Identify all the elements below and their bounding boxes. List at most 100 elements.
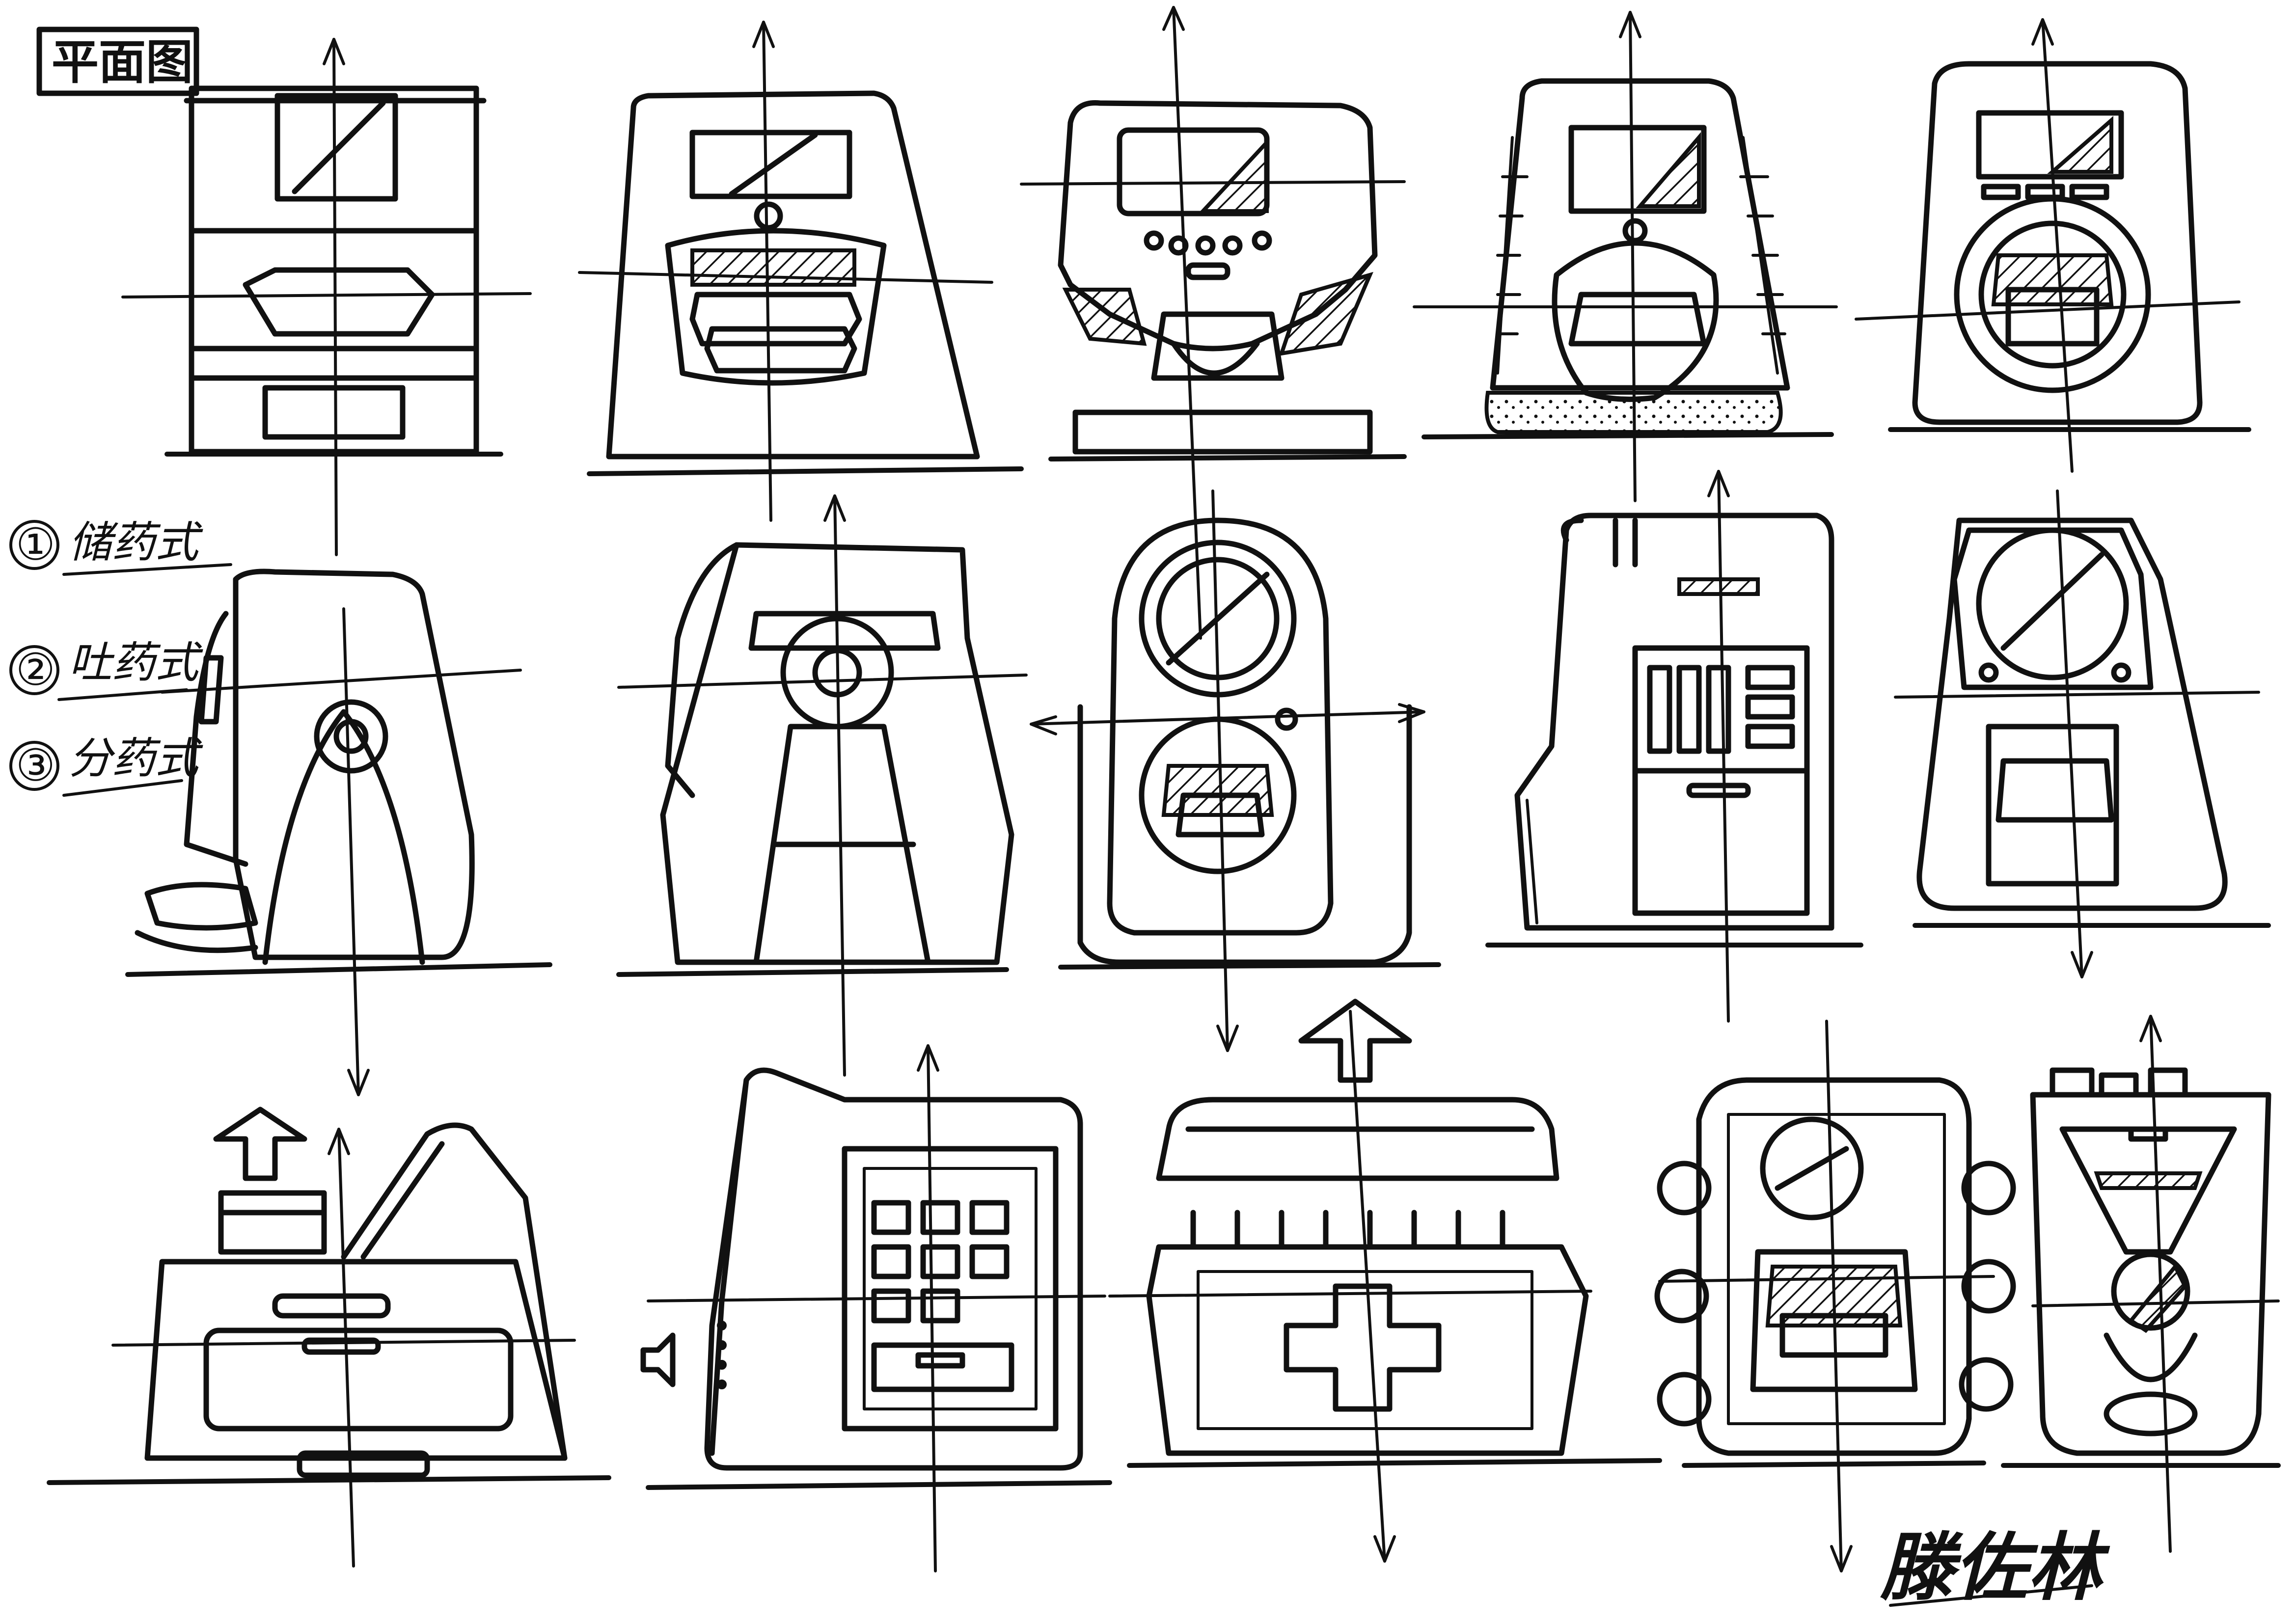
door-frame <box>842 1146 1059 1432</box>
pill-drawer <box>920 1200 960 1235</box>
horizontal-axis <box>1108 1290 1592 1298</box>
power-button <box>1622 218 1648 244</box>
device-body <box>1696 1077 1972 1456</box>
dispense-ring <box>1552 240 1719 402</box>
note-dispense: ② 吐药式 <box>9 637 203 701</box>
axis-arrow <box>1162 6 1185 31</box>
axis-arrow <box>1619 11 1641 38</box>
pill-drawer <box>871 1244 911 1279</box>
center-axis <box>337 1128 355 1568</box>
pill-slot <box>1676 665 1702 754</box>
inner-ring <box>1978 220 2127 369</box>
ramp-inner <box>360 1141 445 1260</box>
note-marker: ② <box>16 644 55 696</box>
horizontal-axis <box>111 1339 576 1347</box>
inner-frame <box>1727 1113 1946 1425</box>
control-dot <box>1168 235 1189 256</box>
ramp-arm <box>341 1122 568 1461</box>
axis-arrow-left <box>1030 715 1057 735</box>
signature: 滕佐林 <box>1880 1524 2110 1611</box>
ground-line <box>125 962 552 977</box>
sketch-device-13 <box>1108 999 1592 1563</box>
pill-drawer <box>1745 724 1795 749</box>
side-knob <box>1961 1259 2016 1314</box>
ground-lines <box>47 427 2281 1490</box>
up-arrow-icon <box>213 1107 307 1181</box>
slot <box>272 1293 391 1319</box>
indicator-dot <box>1978 662 1999 683</box>
drawer-frame <box>1986 724 2119 887</box>
horizontal-axis <box>1658 1275 1995 1283</box>
horizontal-axis <box>121 292 532 298</box>
base <box>1072 409 1373 455</box>
chute <box>2104 1332 2198 1382</box>
tray-lower <box>704 326 857 374</box>
note-label: 分药式 <box>69 733 203 784</box>
dome-glare <box>2000 552 2105 651</box>
horizontal-axis <box>1894 691 2260 699</box>
speaker-hole <box>717 1360 727 1370</box>
dispense-knob <box>2111 1251 2190 1331</box>
device-body <box>1107 517 1334 936</box>
horizontal-axis <box>161 669 522 694</box>
sketch-device-14 <box>1654 1020 2016 1572</box>
control-dot <box>1195 235 1216 256</box>
sketch-device-10 <box>1894 489 2260 978</box>
axis-arrow-right <box>1398 703 1425 723</box>
side-slot <box>198 655 224 725</box>
knob-marker <box>2128 1263 2187 1333</box>
horizontal-axis <box>1030 710 1425 726</box>
round-button-center <box>333 719 369 754</box>
device-body <box>2030 1092 2271 1456</box>
sketch-device-6 <box>135 568 522 1096</box>
saucer <box>135 930 258 953</box>
pill-drawer <box>969 1200 1010 1235</box>
tray <box>243 267 435 337</box>
sketch-device-5 <box>1855 18 2241 473</box>
up-arrow-icon <box>1298 999 1412 1083</box>
note-underline <box>62 779 183 797</box>
sketch-device-7 <box>617 494 1028 1077</box>
screen <box>274 93 398 202</box>
side-stripes <box>1496 136 1779 375</box>
axis-arrow <box>1707 470 1730 497</box>
axis-arrow <box>347 1069 370 1096</box>
top-tab <box>2099 1072 2139 1098</box>
center-axis <box>332 38 338 556</box>
center-axis <box>2149 1015 2172 1553</box>
side-knob <box>1959 1357 2014 1412</box>
signature-underline <box>1889 1584 2093 1607</box>
drawer-handle <box>915 1352 965 1369</box>
left-wing <box>1062 288 1147 346</box>
drawer <box>262 385 406 440</box>
indicator <box>1981 184 2021 200</box>
pill-drawer <box>871 1288 911 1324</box>
dispense-tray <box>1151 311 1285 381</box>
opening-shadow <box>1991 253 2114 306</box>
cup <box>1171 341 1260 376</box>
screen-glare <box>1636 132 1701 208</box>
title-box <box>36 27 199 96</box>
handle-lines <box>1613 517 1638 568</box>
ground-line <box>587 466 1024 476</box>
dome-glare <box>1775 1146 1849 1191</box>
control-dot <box>1222 235 1243 256</box>
ground-line <box>1058 962 1441 970</box>
dispense-opening <box>665 228 887 386</box>
base-foot <box>297 1450 430 1478</box>
cup <box>144 882 258 931</box>
note-marker-circle <box>9 645 59 695</box>
speaker-hole <box>717 1321 727 1330</box>
note-label: 储药式 <box>69 517 203 568</box>
drawer <box>203 1327 514 1432</box>
device-body <box>606 90 980 460</box>
device-body <box>1916 517 2228 911</box>
axis-arrow <box>323 38 345 65</box>
side-edge <box>709 1077 749 1456</box>
right-wing <box>1279 271 1373 356</box>
ground-line <box>47 1475 611 1485</box>
device-body <box>1058 100 1378 352</box>
axis-arrow <box>752 21 775 48</box>
tray <box>2005 287 2100 347</box>
sheet-title: 平面图 <box>52 34 193 90</box>
